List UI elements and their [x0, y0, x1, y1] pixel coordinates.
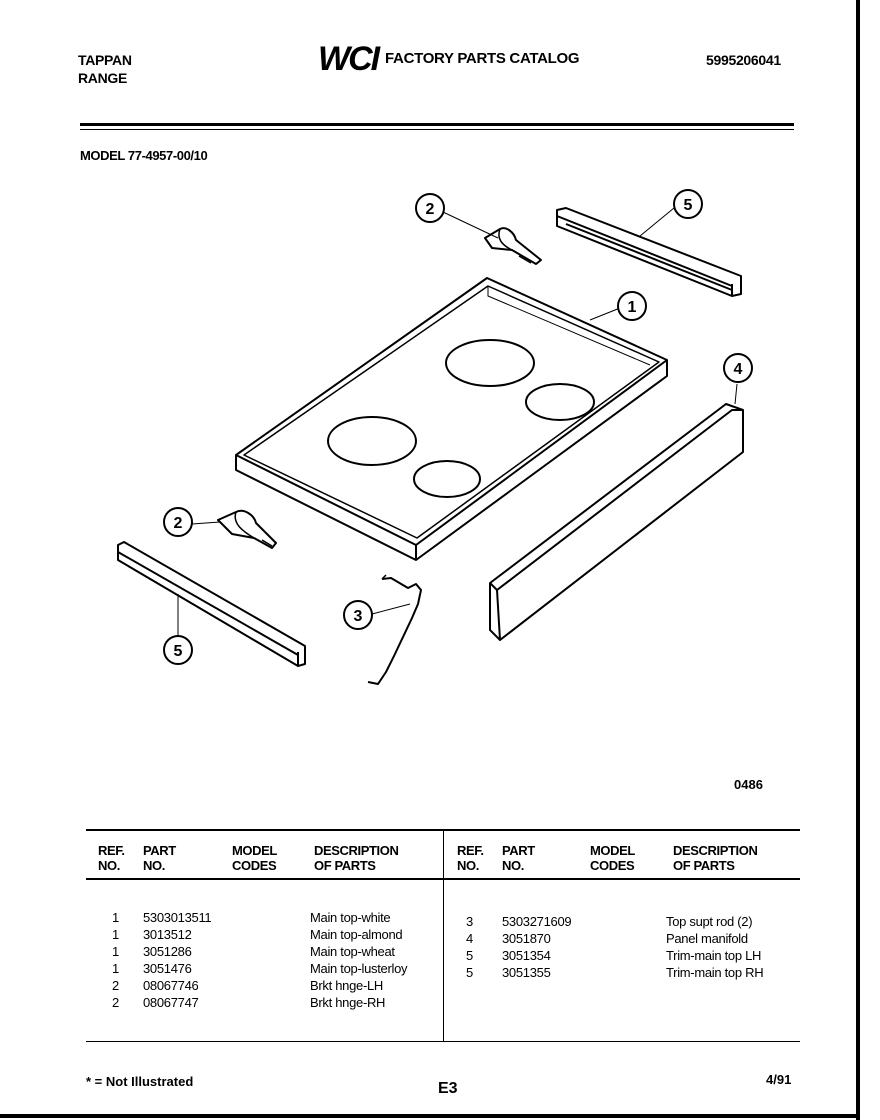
row-description: Main top-lusterloy [310, 961, 408, 976]
callout-1-label: 1 [628, 299, 637, 316]
row-part-no: 5303013511 [143, 910, 212, 925]
row-ref: 5 [466, 965, 473, 980]
catalog-number: 5995206041 [706, 52, 781, 68]
callout-5-top-label: 5 [684, 197, 693, 214]
callout-leaders [177, 207, 738, 636]
row-part-no: 08067747 [143, 995, 199, 1010]
page-border-right [856, 0, 860, 1120]
table-bottom-rule [86, 1041, 800, 1042]
row-part-no: 3051476 [143, 961, 192, 976]
callout-5-bottom-label: 5 [174, 643, 183, 660]
row-ref: 1 [112, 944, 119, 959]
row-ref: 2 [112, 978, 119, 993]
row-description: Top supt rod (2) [666, 914, 753, 929]
header-rule-thick [80, 123, 794, 126]
table-center-divider [443, 829, 444, 1042]
trim-bottom-lh-part [117, 541, 306, 667]
row-description: Trim-main top LH [666, 948, 762, 963]
callout-2-bottom-label: 2 [174, 515, 183, 532]
row-ref: 1 [112, 910, 119, 925]
brand-line-2: RANGE [78, 70, 128, 86]
row-part-no: 3051354 [502, 948, 551, 963]
callout-4: 4 [723, 353, 753, 383]
row-part-no: 08067746 [143, 978, 199, 993]
catalog-title: FACTORY PARTS CATALOG [385, 50, 580, 67]
wci-logo-text: WCI [318, 40, 382, 76]
row-description: Brkt hnge-LH [310, 978, 383, 993]
row-part-no: 5303271609 [502, 914, 572, 929]
row-ref: 1 [112, 927, 119, 942]
header-rule-thin [80, 129, 794, 130]
row-ref: 3 [466, 914, 473, 929]
panel-manifold-part [489, 403, 744, 641]
row-description: Main top-almond [310, 927, 403, 942]
trim-top-rh-part [556, 207, 742, 297]
hinge-bottom-part [217, 509, 277, 549]
callout-5-top: 5 [673, 189, 703, 219]
catalog-date: 4/91 [766, 1072, 792, 1087]
row-description: Panel manifold [666, 931, 748, 946]
exploded-parts-diagram: 2 5 1 4 2 3 5 [117, 189, 753, 685]
row-part-no: 3051355 [502, 965, 551, 980]
col-header-ref-left: REF.NO. [98, 843, 125, 873]
row-ref: 4 [466, 931, 473, 946]
row-description: Main top-white [310, 910, 391, 925]
page-border-bottom [0, 1114, 860, 1118]
callout-2-top-label: 2 [426, 201, 435, 218]
row-description: Main top-wheat [310, 944, 395, 959]
row-part-no: 3051870 [502, 931, 551, 946]
row-ref: 1 [112, 961, 119, 976]
col-header-ref-right: REF.NO. [457, 843, 484, 873]
support-rod-part [367, 574, 422, 685]
callout-2-top: 2 [415, 193, 445, 223]
figure-code: 0486 [734, 777, 763, 792]
callout-5-bottom: 5 [163, 635, 193, 665]
brand-line-1: TAPPAN [78, 52, 132, 68]
footnote: * = Not Illustrated [86, 1074, 194, 1089]
model-label: MODEL 77-4957-00/10 [80, 148, 208, 163]
callout-1: 1 [617, 291, 647, 321]
hinge-top-part [484, 227, 542, 265]
row-part-no: 3051286 [143, 944, 192, 959]
row-ref: 2 [112, 995, 119, 1010]
row-description: Trim-main top RH [666, 965, 764, 980]
callout-4-label: 4 [734, 361, 743, 378]
row-part-no: 3013512 [143, 927, 192, 942]
row-ref: 5 [466, 948, 473, 963]
callout-3: 3 [343, 600, 373, 630]
page-code: E3 [438, 1080, 458, 1097]
main-top-part [235, 277, 668, 561]
row-description: Brkt hnge-RH [310, 995, 386, 1010]
wci-logo: WCI [316, 40, 384, 78]
callout-3-label: 3 [354, 608, 363, 625]
callout-2-bottom: 2 [163, 507, 193, 537]
